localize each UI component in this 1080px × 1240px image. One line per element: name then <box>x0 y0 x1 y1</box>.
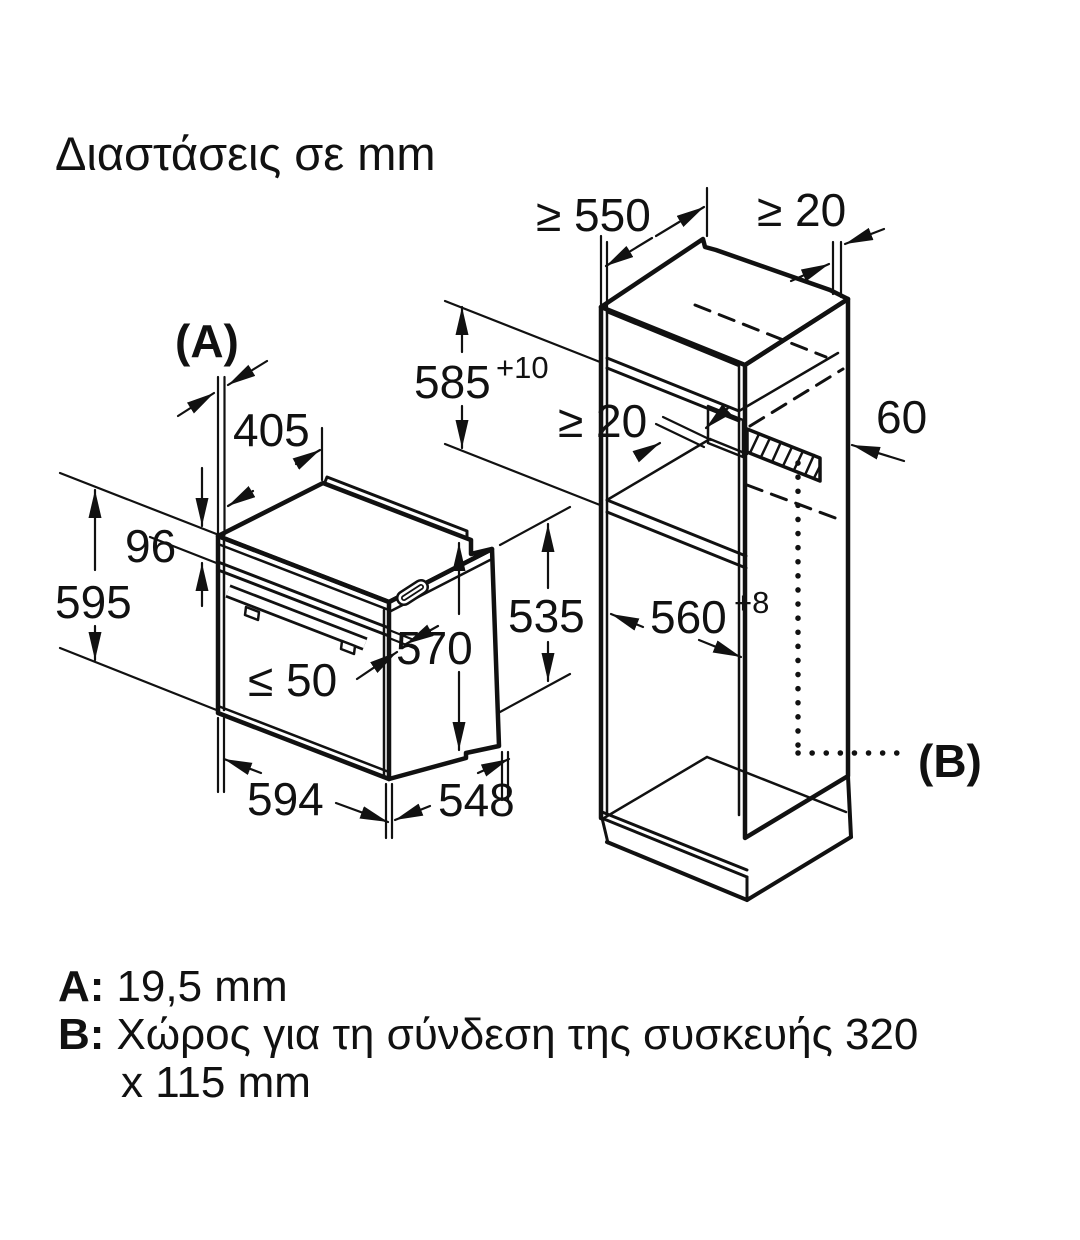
dim-min20-mid-label: ≥ 20 <box>558 395 647 447</box>
note-a-key: A: <box>58 962 104 1011</box>
dim-max50-label: ≤ 50 <box>248 654 337 706</box>
ref-b-label: (B) <box>918 735 982 787</box>
note-a: A:19,5 mm <box>58 962 288 1011</box>
ref-a-label: (A) <box>175 315 239 367</box>
dim-585-tolerance: +10 <box>496 350 549 385</box>
page-title: Διαστάσεις σε mm <box>55 127 436 180</box>
dim-96-label: 96 <box>125 520 176 572</box>
dim-570-label: 570 <box>396 622 473 674</box>
dim-594-label: 594 <box>247 773 324 825</box>
oven-drawing <box>215 475 502 782</box>
dim-585-label: 585 <box>414 356 491 408</box>
dim-405-label: 405 <box>233 404 310 456</box>
dim-548-label: 548 <box>438 774 515 826</box>
connection-area-dotted-line <box>795 460 913 756</box>
note-b-key: B: <box>58 1010 104 1059</box>
dim-535-label: 535 <box>508 590 585 642</box>
side-grip-slot <box>396 579 429 606</box>
note-a-value: 19,5 mm <box>116 962 287 1011</box>
vent-slot-hatch <box>745 427 822 483</box>
note-b-line2: x 115 mm <box>121 1058 311 1107</box>
hidden-edges-dashed <box>693 303 845 521</box>
dim-595-label: 595 <box>55 576 132 628</box>
note-b: B:Χώρος για τη σύνδεση της συσκευής 320 <box>58 1010 918 1059</box>
note-b-value: Χώρος για τη σύνδεση της συσκευής 320 <box>116 1010 918 1059</box>
dim-560-label: 560 <box>650 591 727 643</box>
footnotes: A:19,5 mm B:Χώρος για τη σύνδεση της συσ… <box>58 962 918 1107</box>
dim-min20-top-label: ≥ 20 <box>757 184 846 236</box>
cabinet-drawing <box>598 236 853 902</box>
dimension-annotations <box>58 186 913 840</box>
dim-60-label: 60 <box>876 391 927 443</box>
dim-560-tolerance: +8 <box>734 585 769 620</box>
dim-min550-label: ≥ 550 <box>536 189 651 241</box>
